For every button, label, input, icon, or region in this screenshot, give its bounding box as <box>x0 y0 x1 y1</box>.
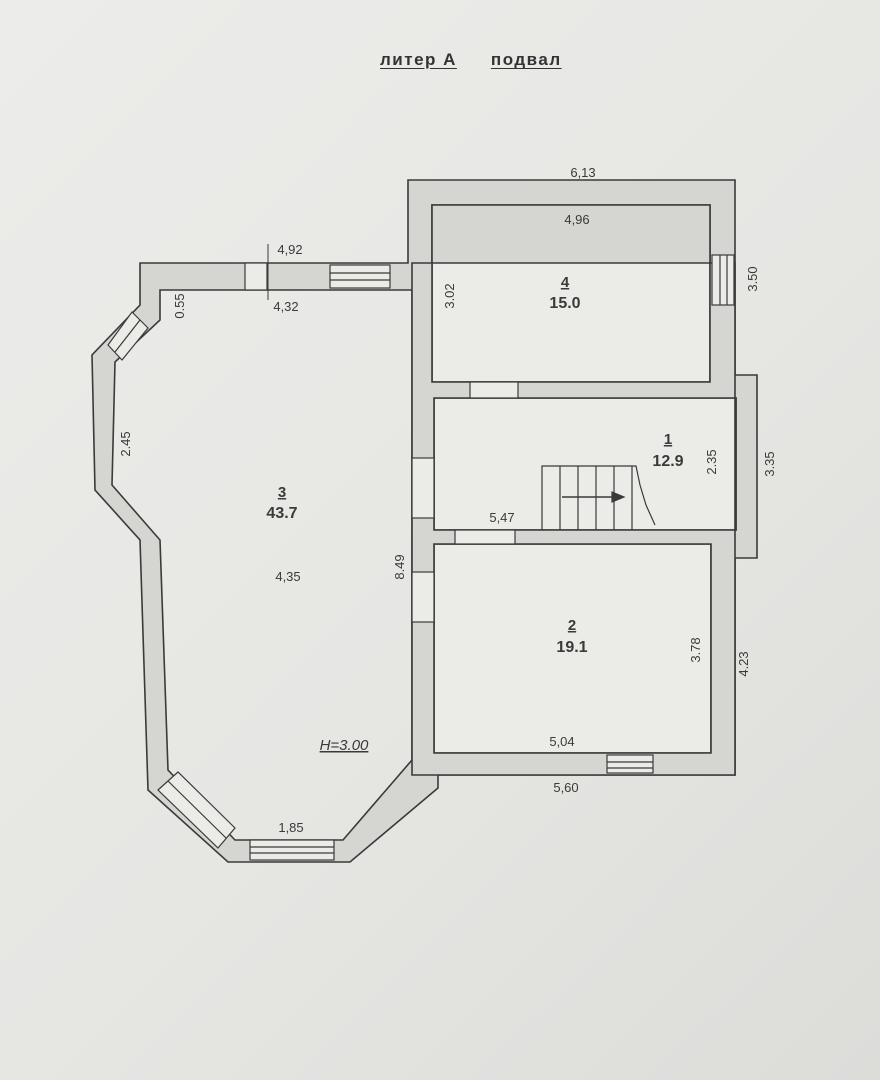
dim-room3-bottom: 1,85 <box>278 820 303 835</box>
room-4-label: 4 15.0 <box>549 274 580 312</box>
dim-right-outer-mid: 3.35 <box>762 451 777 476</box>
dim-top-outer: 6,13 <box>570 165 595 180</box>
doors <box>411 381 519 623</box>
room-2-area: 19.1 <box>556 639 587 656</box>
dim-room3-left: 2.45 <box>118 431 133 456</box>
room-2-number: 2 <box>568 617 576 634</box>
room-3-label: 3 43.7 <box>266 484 297 522</box>
dim-room3-top-outer: 4,92 <box>277 242 302 257</box>
window-bottom-left <box>157 771 236 849</box>
room-1-area: 12.9 <box>652 453 683 470</box>
dim-bottom-outer: 5,60 <box>553 780 578 795</box>
room-2-label: 2 19.1 <box>556 617 587 656</box>
window-top-left <box>244 262 268 291</box>
door-room-3-a <box>411 457 435 519</box>
room-1-label: 1 12.9 <box>652 431 683 470</box>
room-3-area: 43.7 <box>266 505 297 522</box>
dim-room3-corner: 0.55 <box>172 293 187 318</box>
title-floor: подвал <box>490 50 562 69</box>
room-4-number: 4 <box>561 274 570 291</box>
room-4-area: 15.0 <box>549 295 580 312</box>
dim-room2-depth: 3.78 <box>688 637 703 662</box>
dim-room1-width: 5,47 <box>489 510 514 525</box>
ceiling-height: H=3.00 <box>320 737 369 754</box>
room-1-floor <box>433 397 737 531</box>
title-liter: литер А <box>380 50 457 69</box>
dim-right-outer-bottom: 4.23 <box>736 651 751 676</box>
dim-room4-depth: 3.02 <box>442 283 457 308</box>
window-room-2 <box>606 754 654 774</box>
room-1-number: 1 <box>664 431 672 448</box>
dim-room2-width: 5,04 <box>549 734 574 749</box>
dim-room3-width: 4,35 <box>275 569 300 584</box>
window-bottom <box>249 839 335 861</box>
vertical-dimension-labels: 3.02 3.50 0.55 2.45 2.35 3.35 8.49 3.78 … <box>118 266 777 676</box>
dim-room3-length: 8.49 <box>392 554 407 579</box>
window-corner-left <box>107 311 149 361</box>
staircase <box>541 465 656 530</box>
window-room-4 <box>711 254 735 306</box>
room-3-number: 3 <box>278 484 286 501</box>
core-walls <box>411 204 737 776</box>
dim-room3-top-inner: 4,32 <box>273 299 298 314</box>
dim-right-outer-top: 3.50 <box>745 266 760 291</box>
walls <box>91 179 758 863</box>
door-room-4 <box>469 381 519 399</box>
door-room-2 <box>454 529 516 545</box>
window-top-right <box>329 264 391 289</box>
dim-room1-depth: 2.35 <box>704 449 719 474</box>
plan-title: литер А подвал <box>380 50 596 70</box>
dim-room4-width: 4,96 <box>564 212 589 227</box>
door-room-3-b <box>411 571 435 623</box>
windows <box>107 254 735 861</box>
dimension-labels: 6,13 4,96 4,92 4,32 5,47 4,35 5,04 5,60 … <box>273 165 595 835</box>
